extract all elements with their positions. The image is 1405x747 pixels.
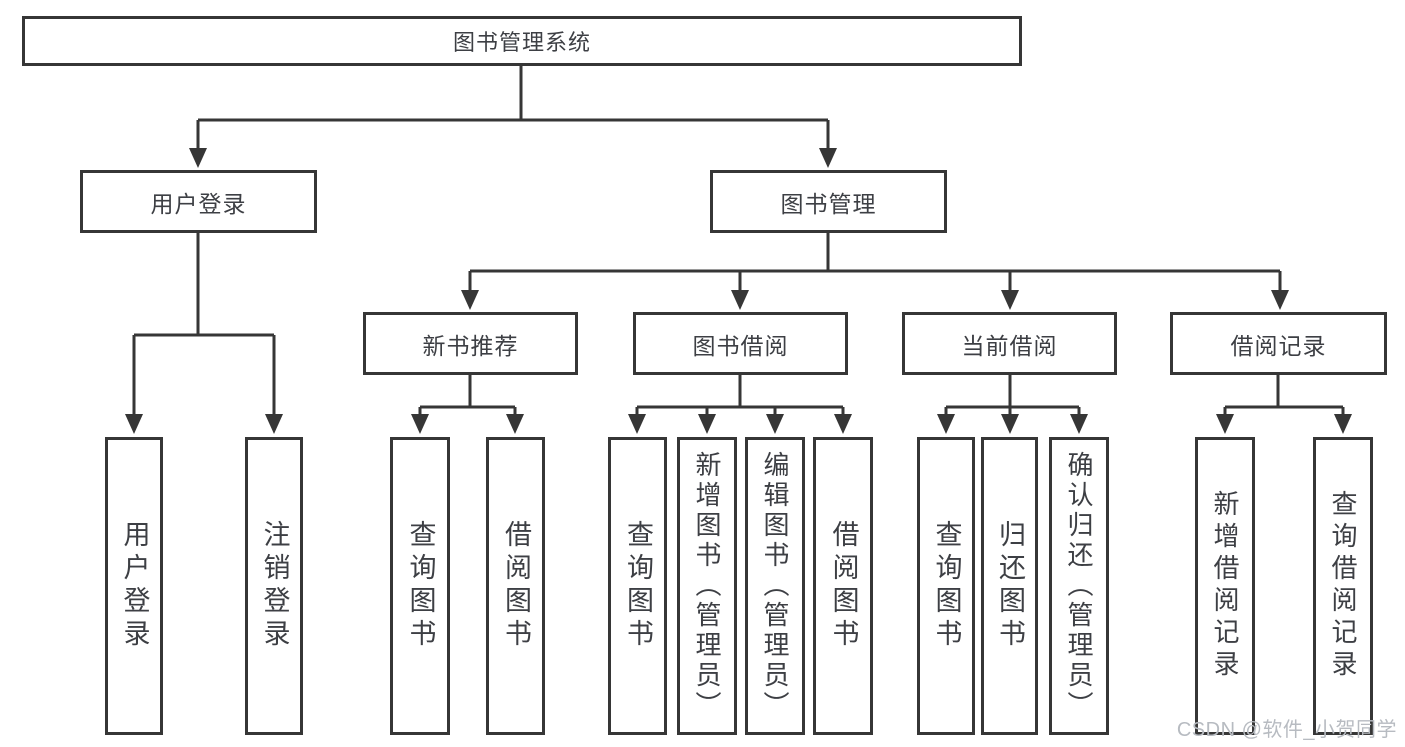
node-borrow-records: 借阅记录 bbox=[1170, 312, 1387, 375]
node-label: 借阅记录 bbox=[1230, 332, 1327, 359]
leaf-edit-books-admin: 编辑图书（管理员） bbox=[745, 437, 805, 735]
leaf-borrow-books-recommend: 借阅图书 bbox=[486, 437, 545, 735]
node-current-borrowing: 当前借阅 bbox=[902, 312, 1117, 375]
connector-borrow-records-to-leaves bbox=[1216, 375, 1352, 434]
connector-new-book-rec-to-leaves bbox=[411, 375, 524, 434]
leaf-query-books-current: 查询图书 bbox=[917, 437, 975, 735]
node-label: 注销登录 bbox=[259, 520, 290, 652]
leaf-borrow-books: 借阅图书 bbox=[813, 437, 873, 735]
leaf-query-books-borrowing: 查询图书 bbox=[608, 437, 667, 735]
node-label: 查询借阅记录 bbox=[1328, 490, 1358, 682]
node-label: 新书推荐 bbox=[422, 332, 519, 359]
node-label: 查询图书 bbox=[623, 520, 653, 652]
leaf-logout: 注销登录 bbox=[245, 437, 303, 735]
node-book-borrowing: 图书借阅 bbox=[633, 312, 848, 375]
connector-book-borrow-to-leaves bbox=[628, 375, 852, 434]
leaf-add-books-admin: 新增图书（管理员） bbox=[677, 437, 737, 735]
connector-root-to-level2 bbox=[189, 66, 837, 168]
node-new-book-recommend: 新书推荐 bbox=[363, 312, 578, 375]
node-label: 新增图书（管理员） bbox=[692, 451, 722, 721]
node-label: 借阅图书 bbox=[828, 520, 859, 652]
node-label: 新增借阅记录 bbox=[1210, 490, 1240, 682]
connector-current-borrow-to-leaves bbox=[937, 375, 1088, 434]
leaf-confirm-return-admin: 确认归还（管理员） bbox=[1049, 437, 1109, 735]
leaf-user-login: 用户登录 bbox=[105, 437, 163, 735]
leaf-query-books-recommend: 查询图书 bbox=[390, 437, 450, 735]
node-label: 用户登录 bbox=[119, 520, 150, 652]
node-label: 图书管理 bbox=[780, 190, 877, 217]
csdn-watermark: CSDN @软件_小贺同学 bbox=[1176, 719, 1397, 741]
node-label: 归还图书 bbox=[995, 520, 1025, 652]
node-root-system: 图书管理系统 bbox=[22, 16, 1022, 66]
node-book-management-branch: 图书管理 bbox=[710, 170, 947, 233]
leaf-add-borrow-record: 新增借阅记录 bbox=[1195, 437, 1255, 735]
connector-book-mgmt-to-level3 bbox=[461, 233, 1289, 310]
node-label: 确认归还（管理员） bbox=[1064, 451, 1094, 721]
node-label: 查询图书 bbox=[931, 520, 962, 652]
leaf-query-borrow-record: 查询借阅记录 bbox=[1313, 437, 1373, 735]
node-label: 编辑图书（管理员） bbox=[760, 451, 790, 721]
node-label: 查询图书 bbox=[405, 520, 436, 652]
node-label: 借阅图书 bbox=[501, 520, 531, 652]
leaf-return-books: 归还图书 bbox=[981, 437, 1038, 735]
node-label: 用户登录 bbox=[150, 190, 247, 217]
node-label: 当前借阅 bbox=[961, 332, 1058, 359]
connector-user-login-to-leaves bbox=[125, 233, 283, 434]
node-label: 图书借阅 bbox=[692, 332, 789, 359]
node-label: 图书管理系统 bbox=[452, 30, 591, 55]
node-user-login-branch: 用户登录 bbox=[80, 170, 317, 233]
